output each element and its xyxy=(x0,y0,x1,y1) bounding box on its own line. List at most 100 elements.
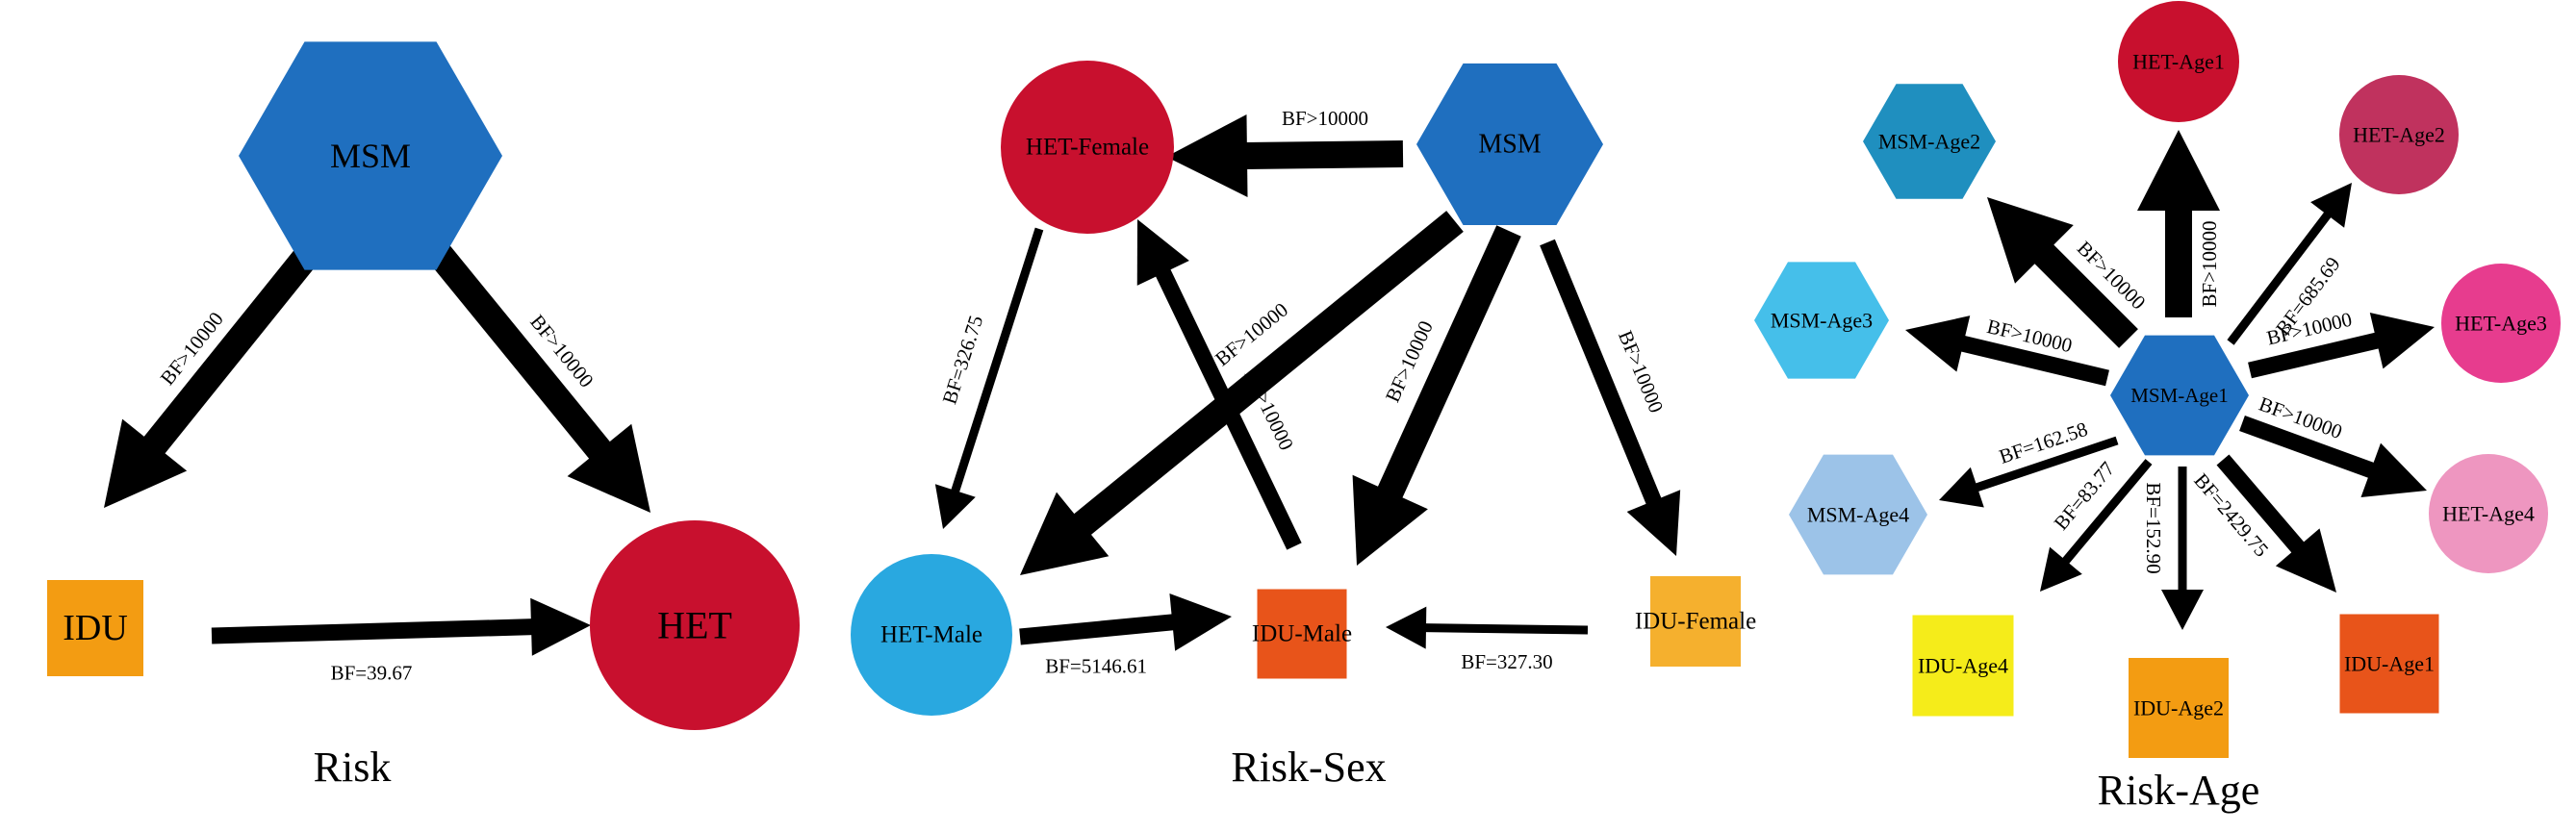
node-risk-sex-msm-label: MSM xyxy=(1478,130,1541,160)
panel-risk-nodes: MSM IDU HET xyxy=(47,41,800,730)
edge-risk-idu-to-het-label: BF=39.67 xyxy=(331,661,413,684)
node-risk-age-msm-age4 xyxy=(1789,454,1927,575)
edge-risk-age-msm-age1-to-msm-age2: BF>10000 xyxy=(1987,197,2151,348)
node-risk-idu xyxy=(47,580,143,676)
node-risk-age-idu-age4 xyxy=(1912,615,2014,717)
edge-risk-sex-het-male-to-idu-male-shaft xyxy=(1019,614,1176,645)
edge-risk-sex-idu-female-to-idu-male-shaft xyxy=(1423,623,1589,635)
node-risk-age-msm-age3-label: MSM-Age3 xyxy=(1771,309,1873,333)
node-risk-age-het-age1-label: HET-Age1 xyxy=(2132,50,2225,74)
node-risk-age-het-age2-label: HET-Age2 xyxy=(2353,123,2445,147)
edge-risk-age-msm-age1-to-het-age1: BF>10000 xyxy=(2137,130,2221,317)
node-risk-age-idu-age1 xyxy=(2339,614,2439,714)
edge-risk-sex-idu-female-to-idu-male-arrowhead xyxy=(1386,606,1427,649)
node-risk-idu-label: IDU xyxy=(63,608,128,648)
edge-risk-age-msm-age1-to-het-age3-shaft xyxy=(2248,332,2381,379)
edge-risk-sex-msm-to-idu-female-shaft xyxy=(1540,239,1663,506)
edge-risk-sex-het-male-to-idu-male-label: BF=5146.61 xyxy=(1045,654,1147,677)
node-risk-age-het-age4-label: HET-Age4 xyxy=(2442,502,2535,526)
node-risk-age-idu-age4-label: IDU-Age4 xyxy=(1918,654,2008,678)
edge-risk-age-msm-age1-to-het-age3-arrowhead xyxy=(2369,312,2435,369)
edge-risk-sex-msm-to-idu-male-arrowhead xyxy=(1352,474,1428,566)
edge-risk-age-msm-age1-to-het-age4-shaft xyxy=(2239,416,2376,479)
edge-risk-msm-to-idu: BF>10000 xyxy=(104,243,320,508)
edge-risk-age-msm-age1-to-idu-age4-shaft xyxy=(2061,459,2153,566)
edge-risk-age-msm-age1-to-idu-age1: BF=2429.75 xyxy=(2189,454,2336,593)
node-risk-het xyxy=(590,520,800,730)
edge-risk-age-msm-age1-to-het-age4: BF>10000 xyxy=(2239,392,2427,497)
edge-risk-age-msm-age1-to-idu-age1-shaft xyxy=(2216,454,2306,554)
node-risk-age-msm-age1 xyxy=(2110,335,2249,456)
edge-risk-age-msm-age1-to-idu-age2-label: BF=152.90 xyxy=(2142,482,2165,573)
edge-risk-msm-to-het-arrowhead xyxy=(567,423,650,513)
node-risk-age-idu-age2 xyxy=(2129,658,2229,758)
node-risk-sex-msm xyxy=(1416,63,1603,226)
panel-title-risk-sex: Risk-Sex xyxy=(1231,744,1386,791)
edge-risk-age-msm-age1-to-msm-age3-shaft xyxy=(1959,335,2109,387)
edge-risk-sex-het-female-to-het-male-label: BF=326.75 xyxy=(937,313,987,407)
edge-risk-age-msm-age1-to-idu-age4-arrowhead xyxy=(2040,546,2082,592)
edge-risk-sex-idu-female-to-idu-male: BF=327.30 xyxy=(1386,606,1589,673)
node-risk-het-label: HET xyxy=(657,604,732,647)
edge-risk-age-msm-age1-to-het-age4-arrowhead xyxy=(2360,442,2427,497)
edge-risk-age-msm-age1-to-msm-age4-shaft xyxy=(1974,436,2119,492)
node-risk-age-idu-age1-label: IDU-Age1 xyxy=(2344,652,2435,676)
edge-risk-sex-idu-male-to-het-female-arrowhead xyxy=(1136,219,1189,286)
edge-risk-sex-het-female-to-het-male-shaft xyxy=(950,227,1044,494)
node-risk-age-idu-age2-label: IDU-Age2 xyxy=(2133,696,2224,720)
edge-risk-sex-het-male-to-idu-male: BF=5146.61 xyxy=(1019,593,1232,677)
panel-title-risk: Risk xyxy=(314,744,392,791)
edge-risk-sex-het-female-to-het-male: BF=326.75 xyxy=(934,227,1044,529)
edge-risk-sex-msm-to-het-male-arrowhead xyxy=(1020,492,1109,575)
edge-risk-age-msm-age1-to-het-age1-label: BF>10000 xyxy=(2198,220,2221,307)
edge-risk-age-msm-age1-to-msm-age4-label: BF=162.58 xyxy=(1996,417,2090,468)
edge-risk-sex-msm-to-het-female-label: BF>10000 xyxy=(1282,107,1368,130)
edge-risk-msm-to-het-shaft xyxy=(427,243,612,461)
node-risk-age-het-age4 xyxy=(2429,454,2548,573)
edge-risk-sex-msm-to-het-female-shaft xyxy=(1244,140,1404,169)
edge-risk-sex-idu-female-to-idu-male-label: BF=327.30 xyxy=(1461,650,1552,673)
node-risk-age-het-age1 xyxy=(2118,1,2239,122)
edge-risk-sex-msm-to-idu-female: BF>10000 xyxy=(1540,239,1681,556)
edge-risk-idu-to-het: BF=39.67 xyxy=(211,597,591,684)
node-risk-sex-idu-female xyxy=(1650,576,1741,667)
edge-risk-age-msm-age1-to-het-age1-arrowhead xyxy=(2137,130,2220,211)
edge-risk-idu-to-het-shaft xyxy=(211,618,534,644)
node-risk-age-msm-age1-label: MSM-Age1 xyxy=(2130,384,2229,407)
node-risk-sex-het-male-label: HET-Male xyxy=(880,622,982,648)
edge-risk-sex-het-female-to-het-male-arrowhead xyxy=(934,484,976,529)
edge-risk-sex-msm-to-het-female: BF>10000 xyxy=(1166,107,1404,197)
edge-risk-age-msm-age1-to-msm-age4-arrowhead xyxy=(1939,467,1984,508)
node-risk-sex-het-male xyxy=(851,554,1012,716)
edge-risk-age-msm-age1-to-idu-age2: BF=152.90 xyxy=(2142,467,2204,630)
node-risk-sex-het-female xyxy=(1001,61,1174,234)
node-risk-sex-het-female-label: HET-Female xyxy=(1026,135,1149,161)
edge-risk-age-msm-age1-to-idu-age4-label: BF=83.77 xyxy=(2050,457,2120,534)
edge-risk-sex-msm-to-idu-female-arrowhead xyxy=(1626,490,1681,556)
node-risk-age-het-age3-label: HET-Age3 xyxy=(2455,312,2547,336)
edge-risk-idu-to-het-arrowhead xyxy=(530,597,591,656)
node-risk-sex-idu-male xyxy=(1257,589,1347,679)
panel-title-risk-age: Risk-Age xyxy=(2098,767,2260,814)
node-risk-age-msm-age2 xyxy=(1863,84,1996,199)
node-risk-sex-idu-female-label: IDU-Female xyxy=(1635,609,1756,635)
edge-risk-age-msm-age1-to-idu-age2-arrowhead xyxy=(2161,590,2204,630)
edge-risk-age-msm-age1-to-msm-age3: BF>10000 xyxy=(1905,315,2109,387)
edge-risk-msm-to-het: BF>10000 xyxy=(427,243,650,513)
edge-risk-age-msm-age1-to-het-age2-arrowhead xyxy=(2310,183,2352,228)
node-risk-msm xyxy=(239,41,502,270)
panel-risk-age-nodes: MSM-Age1 HET-Age1HET-Age2HET-Age3HET-Age4… xyxy=(1754,1,2561,758)
node-risk-msm-label: MSM xyxy=(330,137,411,175)
edge-risk-age-msm-age1-to-het-age2-shaft xyxy=(2227,211,2333,345)
edge-risk-age-msm-age1-to-msm-age2-arrowhead xyxy=(1987,197,2074,284)
edge-risk-msm-to-idu-arrowhead xyxy=(104,418,188,508)
edge-risk-sex-msm-to-het-male-shaft xyxy=(1072,211,1464,537)
edge-risk-sex-msm-to-idu-male-shaft xyxy=(1377,225,1521,500)
edge-risk-msm-to-idu-shaft xyxy=(142,243,320,455)
edge-risk-sex-het-male-to-idu-male-arrowhead xyxy=(1169,593,1232,651)
